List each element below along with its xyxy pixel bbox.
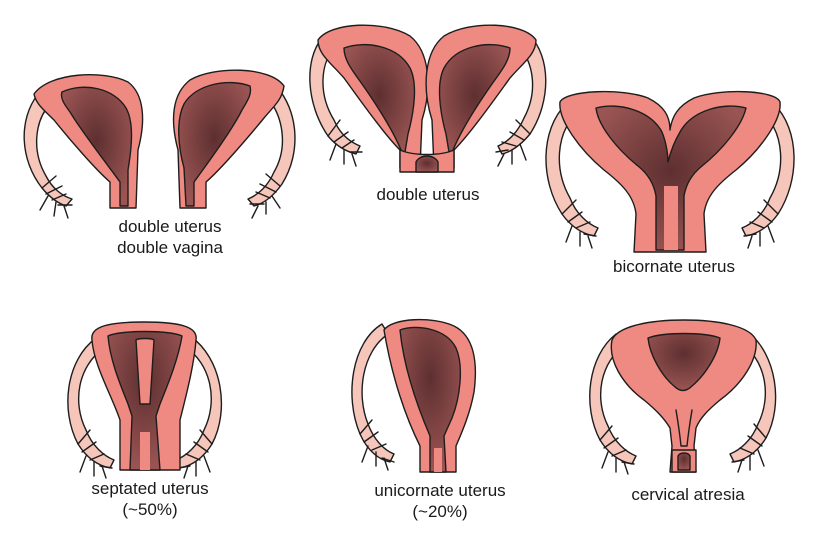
figure-double-uterus <box>309 24 547 173</box>
label-unicornate-uterus: unicornate uterus (~20%) <box>340 480 540 522</box>
figure-cervical-atresia <box>589 319 777 475</box>
label-line: double uterus <box>376 185 480 204</box>
label-line: double uterus <box>118 217 222 236</box>
label-septated-uterus: septated uterus (~50%) <box>50 478 250 520</box>
label-line: (~20%) <box>412 502 468 521</box>
label-line: septated uterus <box>91 479 209 498</box>
label-bicornate-uterus: bicornate uterus <box>574 256 774 277</box>
label-line: (~50%) <box>122 500 178 519</box>
figure-septated-uterus <box>67 321 223 479</box>
label-line: bicornate uterus <box>613 257 735 276</box>
label-double-uterus: double uterus <box>328 184 528 205</box>
figure-bicornate-uterus <box>545 90 795 253</box>
label-line: unicornate uterus <box>374 481 506 500</box>
label-line: cervical atresia <box>631 485 745 504</box>
label-line: double vagina <box>117 238 223 257</box>
label-double-uterus-double-vagina: double uterus double vagina <box>70 216 270 258</box>
figure-double-uterus-double-vagina <box>23 69 296 219</box>
label-cervical-atresia: cervical atresia <box>588 484 788 505</box>
figure-unicornate-uterus <box>351 318 477 473</box>
